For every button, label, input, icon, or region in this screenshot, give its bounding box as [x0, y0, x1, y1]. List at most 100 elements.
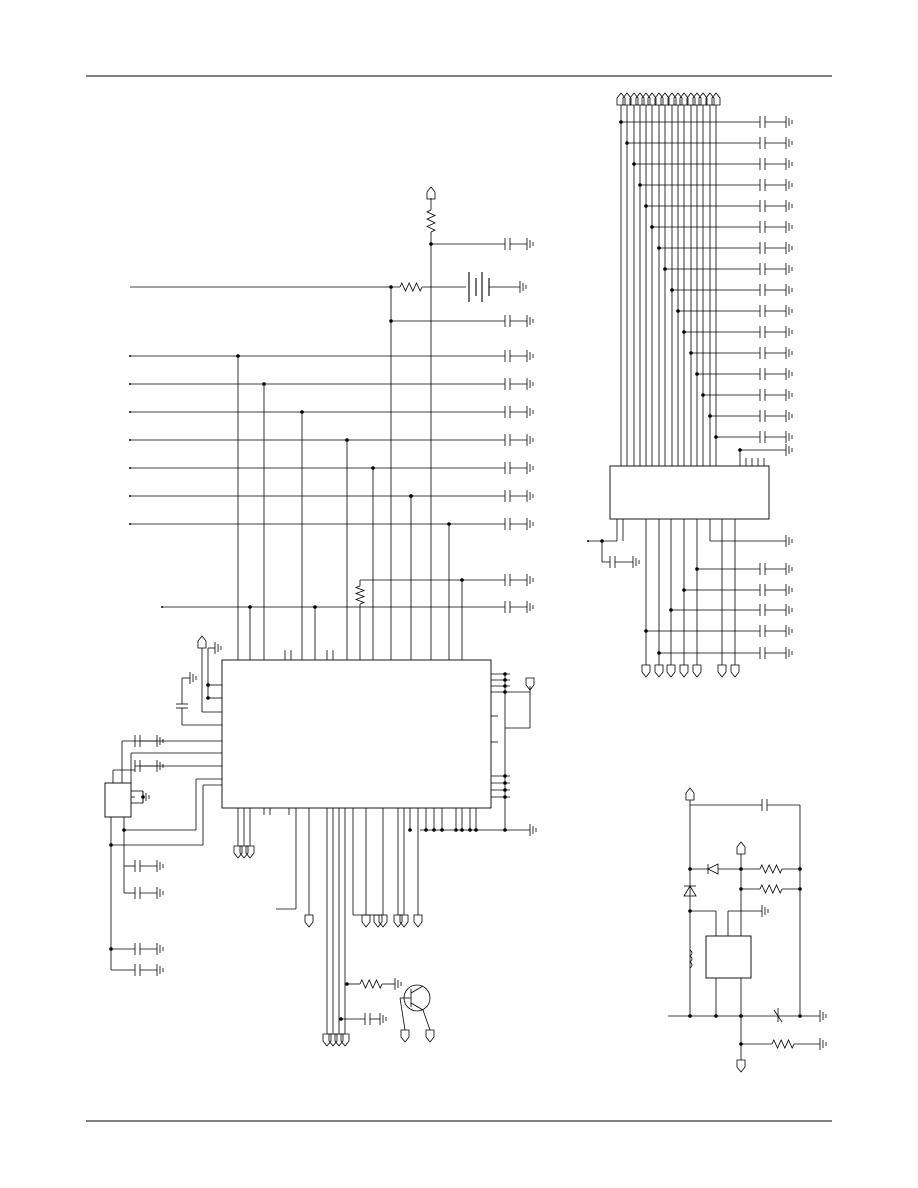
ground-icon — [785, 284, 793, 296]
junction-dot — [503, 828, 507, 832]
ground-icon — [819, 1038, 827, 1050]
ground-icon — [214, 642, 222, 654]
junction-dot — [739, 867, 743, 871]
connector-arrow-icon — [679, 664, 689, 678]
junction-dot — [206, 696, 210, 700]
ground-icon — [526, 238, 534, 250]
capacitor-icon — [759, 389, 766, 401]
capacitor-icon — [504, 238, 511, 250]
capacitor-icon — [504, 601, 511, 613]
ground-icon — [785, 625, 793, 637]
ground-icon — [156, 760, 164, 772]
capacitor-icon — [759, 200, 766, 212]
right-ic — [609, 465, 770, 520]
junction-dot — [625, 141, 629, 145]
connector-arrow-icon — [641, 664, 651, 678]
diode-icon — [707, 863, 719, 875]
capacitor-icon — [134, 887, 141, 899]
ground-icon — [526, 434, 534, 446]
ground-icon — [785, 535, 793, 547]
connector-arrow-icon — [197, 635, 207, 649]
ground-icon — [785, 200, 793, 212]
junction-dot — [408, 828, 412, 832]
capacitor-icon — [759, 179, 766, 191]
junction-dot — [682, 330, 686, 334]
junction-dot — [688, 1014, 692, 1018]
ground-icon — [785, 431, 793, 443]
resistor-icon — [399, 282, 423, 292]
capacitor-icon — [504, 490, 511, 502]
junction-dot — [600, 539, 604, 543]
rail-end — [129, 495, 131, 497]
capacitor-icon — [504, 315, 511, 327]
ground-icon — [819, 1010, 827, 1022]
junction-dot — [468, 828, 472, 832]
resistor-icon — [759, 884, 783, 894]
ground-icon — [785, 326, 793, 338]
ground-icon — [526, 378, 534, 390]
junction-dot — [657, 246, 661, 250]
ground-icon — [526, 315, 534, 327]
ground-icon — [156, 943, 164, 955]
ground-icon — [785, 242, 793, 254]
vcc-connector-top — [426, 186, 436, 200]
connector-arrow-icon — [328, 1033, 338, 1047]
junction-dot — [798, 887, 802, 891]
connector-arrow-icon — [233, 845, 243, 859]
junction-dot — [670, 288, 674, 292]
junction-dot — [503, 672, 507, 676]
rail-end — [129, 411, 131, 413]
resistor-icon — [354, 585, 366, 605]
capacitor-icon — [504, 574, 511, 586]
connector-arrow-icon — [692, 664, 702, 678]
resistor-icon — [759, 864, 783, 874]
connector-arrow-icon — [373, 914, 383, 928]
capacitor-icon — [504, 350, 511, 362]
junction-dot — [738, 448, 742, 452]
capacitor-icon — [759, 137, 766, 149]
capacitor-icon — [759, 305, 766, 317]
resistor-icon — [771, 1039, 795, 1049]
connector-arrow-icon — [717, 664, 727, 678]
connector-arrow-icon — [692, 92, 702, 106]
junction-dot — [460, 578, 464, 582]
ground-icon — [519, 281, 527, 293]
connector-arrow-icon — [413, 914, 423, 928]
junction-dot — [619, 120, 623, 124]
ground-icon — [785, 368, 793, 380]
connector-arrow-icon — [641, 92, 651, 106]
rail-end — [129, 383, 131, 385]
capacitor-icon — [759, 604, 766, 616]
junction-dot — [503, 684, 507, 688]
ground-icon — [785, 347, 793, 359]
junction-dot — [663, 267, 667, 271]
capacitor-icon — [609, 556, 616, 568]
capacitor-icon — [761, 799, 768, 811]
capacitor-icon — [759, 563, 766, 575]
connector-arrow-icon — [400, 1029, 410, 1043]
rail-end — [129, 439, 131, 441]
connector-arrow-icon — [399, 914, 409, 928]
junction-dot — [409, 494, 413, 498]
inductor-icon — [689, 949, 693, 969]
connector-arrow-icon — [334, 1033, 344, 1047]
capacitor-icon — [759, 263, 766, 275]
ground-icon — [189, 672, 197, 684]
capacitor-icon — [759, 221, 766, 233]
junction-dot — [440, 828, 444, 832]
junction-dot — [798, 867, 802, 871]
ground-icon — [785, 179, 793, 191]
junction-dot — [638, 183, 642, 187]
ground-icon — [394, 978, 402, 990]
ground-icon — [785, 116, 793, 128]
ground-icon — [529, 824, 537, 836]
connector-arrow-icon — [685, 787, 695, 801]
capacitor-icon — [759, 347, 766, 359]
connector-arrow-icon — [304, 914, 314, 928]
ground-icon — [785, 263, 793, 275]
main-ic — [221, 659, 492, 809]
capacitor-icon — [134, 943, 141, 955]
rail-end — [129, 523, 131, 525]
junction-dot — [644, 204, 648, 208]
junction-dot — [313, 605, 317, 609]
